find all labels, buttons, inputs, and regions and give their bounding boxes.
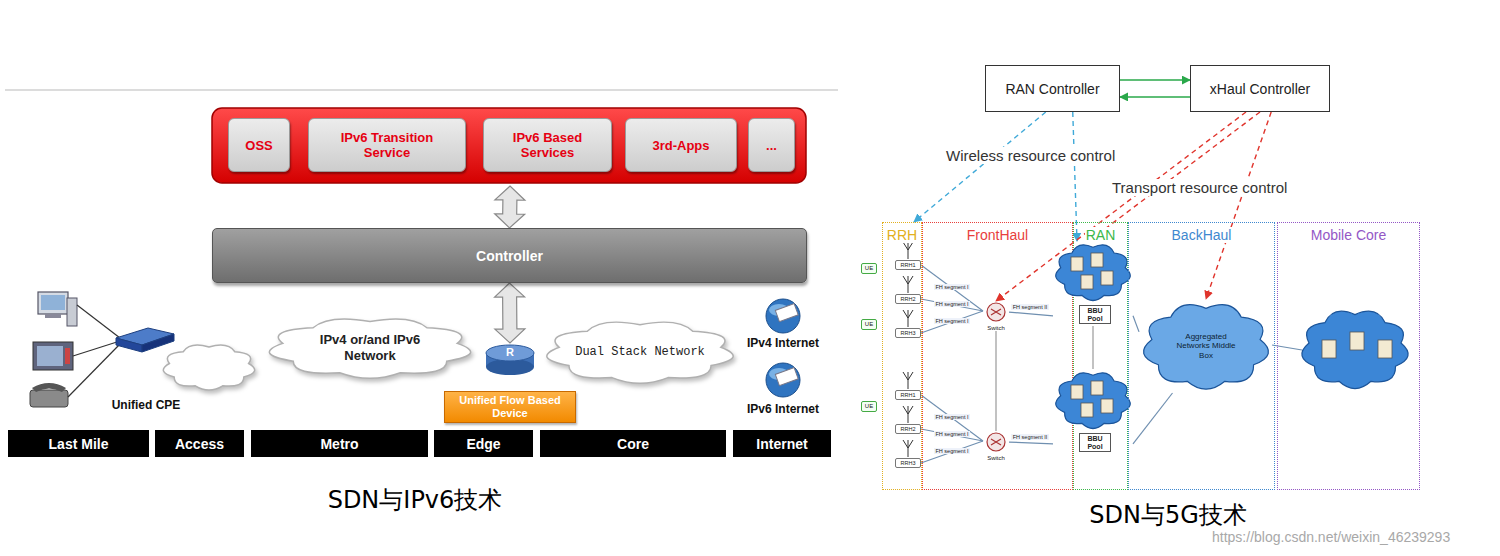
- node-text: IPv6 Internet: [747, 402, 819, 416]
- connector: [1133, 316, 1139, 332]
- node-text: RAN Controller: [1005, 81, 1099, 97]
- rrh-tag: RRH2: [895, 424, 921, 434]
- aggregation-cloud: Aggregated Networks Middle Box: [1139, 299, 1273, 393]
- segment-label: FH segment II: [1011, 434, 1049, 440]
- caption: SDN与5G技术: [1010, 502, 1326, 530]
- ue-tag: UE: [861, 319, 877, 330]
- segment-label: FH segment I: [934, 414, 970, 420]
- app-box: IPv6 Based Services: [483, 118, 612, 172]
- node-text: RRH: [886, 227, 918, 243]
- connector: [1133, 393, 1173, 444]
- app-box: 3rd-Apps: [625, 118, 737, 172]
- node-text: Core: [617, 436, 649, 452]
- rrh-tag: RRH1: [895, 260, 921, 270]
- caption: SDN与IPv6技术: [255, 487, 575, 515]
- node-text: ...: [766, 138, 777, 153]
- node-text: Internet: [756, 436, 807, 452]
- app-box: ...: [748, 118, 795, 172]
- cpe-device: Unified CPE: [96, 320, 196, 414]
- node-text: IPv4 Internet: [747, 336, 819, 350]
- internet-globe: IPv4 Internet: [733, 296, 833, 352]
- node-text: Switch: [987, 455, 1005, 461]
- node-text: Unified CPE: [112, 398, 181, 412]
- node-text: 3rd-Apps: [652, 138, 709, 153]
- connector: [914, 112, 1046, 222]
- network-region: Mobile Core: [1277, 222, 1420, 490]
- node-text: BBU Pool: [1079, 305, 1111, 324]
- segment-label: FH segment II: [1011, 304, 1049, 310]
- node-text: Switch: [987, 325, 1005, 331]
- app-box: OSS: [228, 118, 290, 172]
- node-text: xHaul Controller: [1210, 81, 1310, 97]
- network-region: BackHaulAggregated Networks Middle Box: [1128, 222, 1275, 490]
- node-text: OSS: [245, 138, 272, 153]
- connector: [1206, 112, 1271, 299]
- switch-node: Switch: [983, 301, 1009, 331]
- rrh-tag: RRH1: [895, 390, 921, 400]
- node-text: Aggregated Networks Middle Box: [1170, 332, 1242, 361]
- layer-band: Core: [540, 430, 726, 457]
- layer-band: Access: [155, 430, 244, 457]
- watermark: https://blog.csdn.net/weixin_46239293: [1212, 529, 1450, 545]
- segment-label: FH segment I: [934, 318, 970, 324]
- connector: [1092, 326, 1093, 369]
- app-bar: [212, 108, 806, 183]
- network-region: RANBBU PoolBBU Pool: [1073, 222, 1128, 490]
- connector: [1009, 312, 1053, 316]
- controller-bar: Controller: [212, 228, 807, 283]
- layer-band: Internet: [733, 430, 831, 457]
- layer-band: Edge: [434, 430, 533, 457]
- switch-node: Switch: [983, 431, 1009, 461]
- bbu-pool: BBU Pool: [1053, 241, 1133, 326]
- ue-tag: UE: [861, 263, 877, 274]
- terminal-icons: [30, 292, 120, 407]
- node-text: Edge: [466, 436, 500, 452]
- app-box: IPv6 Transition Service: [308, 118, 466, 172]
- node-text: BackHaul: [1171, 227, 1233, 243]
- segment-label: FH segment I: [934, 448, 970, 454]
- node-text: Controller: [476, 248, 543, 264]
- core-cloud: [1302, 311, 1408, 388]
- node-text: Access: [175, 436, 224, 452]
- node-text: Metro: [320, 436, 358, 452]
- node-text: Mobile Core: [1310, 227, 1387, 243]
- rrh-tag: RRH3: [895, 328, 921, 338]
- annotation: Transport resource control: [1112, 179, 1287, 196]
- node-text: FrontHaul: [966, 227, 1029, 243]
- connector: [495, 283, 525, 343]
- rule-line: [5, 89, 838, 91]
- node-text: IPv6 Based Services: [492, 130, 604, 160]
- router-mark: R: [503, 346, 517, 359]
- node-text: Dual Stack Network: [575, 345, 705, 359]
- segment-label: FH segment I: [934, 431, 970, 437]
- layer-band: Metro: [251, 430, 428, 457]
- node-text: Last Mile: [49, 436, 109, 452]
- network-cloud: IPv4 or/and IPv6 Network: [262, 315, 478, 381]
- access-cloud: [163, 345, 254, 390]
- connector: [996, 112, 1246, 301]
- node-text: IPv6 Transition Service: [331, 130, 443, 160]
- node-text: IPv4 or/and IPv6 Network: [300, 332, 440, 363]
- connector: [1009, 442, 1053, 444]
- node-text: Unified Flow Based Device: [444, 391, 576, 423]
- bbu-pool: BBU Pool: [1053, 369, 1133, 454]
- layer-band: Last Mile: [8, 430, 149, 457]
- connector: [1120, 79, 1190, 80]
- node-text: RAN: [1085, 227, 1117, 243]
- annotation: Wireless resource control: [946, 147, 1115, 164]
- network-cloud: Dual Stack Network: [540, 318, 740, 386]
- connector: [995, 331, 996, 431]
- controller-box: RAN Controller: [985, 65, 1120, 112]
- internet-globe: IPv6 Internet: [733, 360, 833, 418]
- connector: [495, 186, 525, 228]
- ue-tag: UE: [861, 401, 877, 412]
- rrh-tag: RRH3: [895, 458, 921, 468]
- segment-label: FH segment I: [934, 301, 970, 307]
- rrh-tag: RRH2: [895, 294, 921, 304]
- connector: [1120, 96, 1190, 97]
- controller-box: xHaul Controller: [1190, 65, 1330, 112]
- node-text: BBU Pool: [1079, 433, 1111, 452]
- segment-label: FH segment I: [934, 284, 970, 290]
